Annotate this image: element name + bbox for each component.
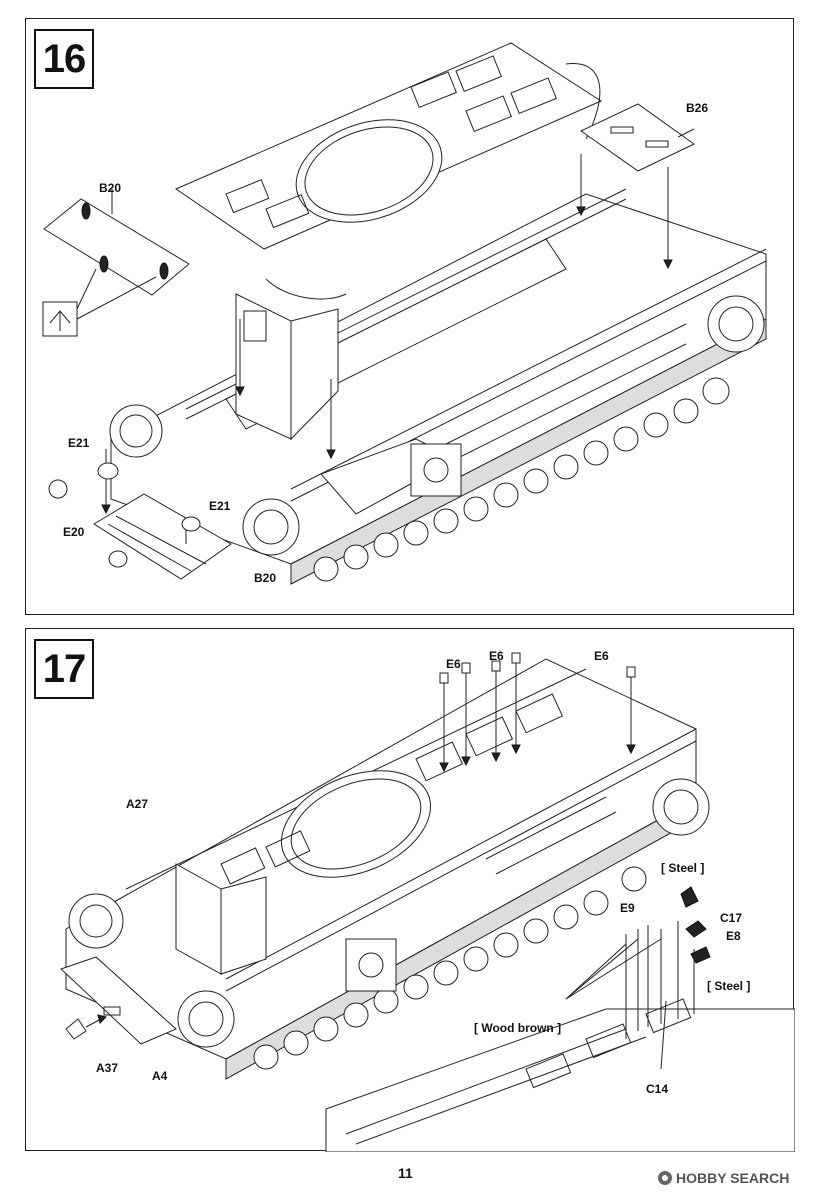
label-steel-bottom: [ Steel ] [707,979,751,993]
step-17-illustration [60,652,795,1152]
label-c17: C17 [720,911,743,925]
label-e8: E8 [726,929,741,943]
a37-part [65,1018,87,1040]
watermark-logo-icon [658,1171,672,1185]
e6-brackets [439,652,636,684]
b20-plate-top [43,198,190,296]
watermark-text: HOBBY SEARCH [676,1170,790,1186]
label-a4: A4 [152,1069,168,1083]
label-e21-left: E21 [68,436,90,450]
b20-plate-bottom [93,493,232,580]
step-17-panel: 17 [25,628,795,1152]
label-e6-mid: E6 [489,649,504,663]
page-number: 11 [398,1165,413,1181]
a4-part [60,956,177,1045]
road-wheels [109,295,765,582]
label-b26: B26 [686,101,709,115]
label-e21-right: E21 [209,499,231,513]
e20-caps [48,479,128,568]
label-a27: A27 [126,797,149,811]
label-b20-bottom: B20 [254,571,277,585]
road-wheels [68,778,710,1070]
step-number: 16 [34,29,94,89]
label-steel-top: [ Steel ] [661,861,705,875]
step-16-panel: 16 [25,18,794,615]
label-e9: E9 [620,901,635,915]
watermark: HOBBY SEARCH [658,1170,789,1186]
label-c14: C14 [646,1082,669,1096]
label-wood-brown: [ Wood brown ] [474,1021,562,1035]
label-a37: A37 [96,1061,119,1075]
step-16-illustration [42,42,767,585]
b26-plate [580,103,695,172]
label-e6-right: E6 [594,649,609,663]
label-e6-left: E6 [446,657,461,671]
label-b20-top: B20 [99,181,122,195]
step-number: 17 [34,639,94,699]
label-e20: E20 [63,525,85,539]
e21-caps [97,462,201,532]
